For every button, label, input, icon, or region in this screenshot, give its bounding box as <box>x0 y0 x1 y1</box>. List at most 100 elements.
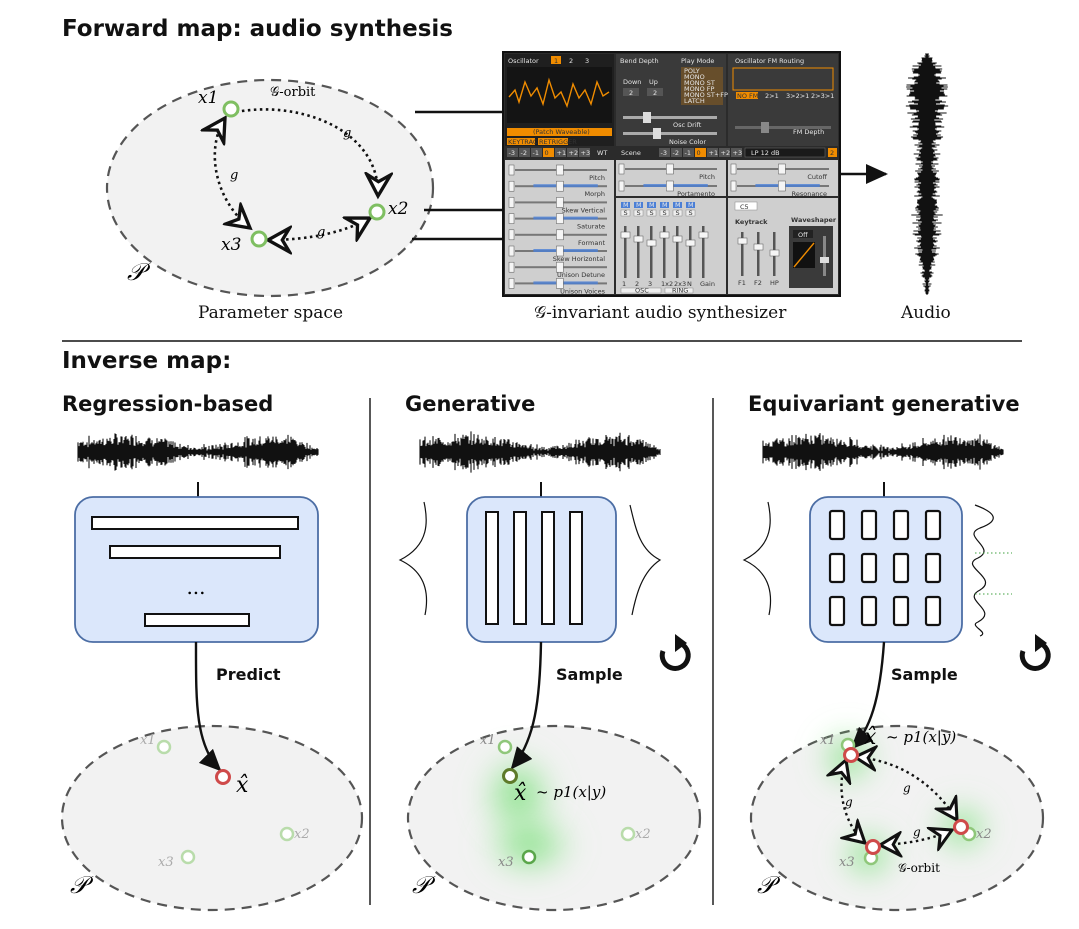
svg-text:LP 12 dB: LP 12 dB <box>751 149 780 157</box>
svg-text:Saturate: Saturate <box>577 223 605 231</box>
svg-text:Bend Depth: Bend Depth <box>620 57 659 65</box>
orbit-arrow-left <box>215 118 250 228</box>
orbit-label: 𝒢-orbit <box>270 85 316 100</box>
svg-text:LATCH: LATCH <box>684 97 705 105</box>
svg-text:Portamento: Portamento <box>677 190 715 198</box>
svg-text:Unison Voices: Unison Voices <box>560 287 606 295</box>
svg-text:M: M <box>636 201 642 209</box>
svg-text:g: g <box>913 825 921 839</box>
svg-text:WT: WT <box>597 149 607 157</box>
label-x2: x2 <box>388 199 408 219</box>
label-x3: x3 <box>221 235 241 255</box>
svg-text:Play Mode: Play Mode <box>681 57 714 65</box>
svg-text:HP: HP <box>770 279 779 287</box>
svg-text:+1: +1 <box>709 149 719 157</box>
equivariant-estimate: x̂ <box>864 725 877 750</box>
svg-text:1: 1 <box>622 280 626 288</box>
regression-panel: ... Predict x1 x2 x3 x̂ 𝒫 <box>60 482 364 912</box>
regression-title: Regression-based <box>62 392 274 416</box>
forward-audio-waveform <box>905 53 949 295</box>
svg-text:Cutoff: Cutoff <box>807 173 827 181</box>
svg-text:FM Depth: FM Depth <box>793 128 824 136</box>
svg-text:-2: -2 <box>521 149 527 157</box>
svg-text:S: S <box>689 209 693 217</box>
svg-text:g: g <box>903 781 911 795</box>
synth-caption: 𝒢-invariant audio synthesizer <box>534 303 787 323</box>
forward-parameter-space: x1 x2 x3 𝒢-orbit g g g 𝒫 <box>105 78 435 298</box>
svg-text:Noise Color: Noise Color <box>669 138 706 146</box>
svg-text:(Patch Waveable): (Patch Waveable) <box>533 128 590 136</box>
forward-map-title: Forward map: audio synthesis <box>62 16 453 42</box>
point-x3 <box>250 230 268 248</box>
generative-estimate: x̂ <box>514 781 527 806</box>
svg-text:RING: RING <box>672 287 688 295</box>
g-label-2: g <box>230 168 238 183</box>
g-label-1: g <box>343 126 351 141</box>
predict-label: Predict <box>216 665 281 684</box>
svg-text:2: 2 <box>653 89 657 97</box>
svg-text:S: S <box>650 209 654 217</box>
svg-text:x2: x2 <box>635 827 651 842</box>
svg-text:-3: -3 <box>661 149 667 157</box>
svg-text:+2: +2 <box>569 149 579 157</box>
resample-icon-equivariant <box>1019 634 1051 671</box>
svg-text:2: 2 <box>830 149 834 157</box>
svg-text:Off: Off <box>798 231 808 239</box>
svg-text:x3: x3 <box>839 855 855 870</box>
svg-text:x1: x1 <box>480 733 496 748</box>
svg-text:M: M <box>649 201 655 209</box>
svg-text:x1: x1 <box>820 733 836 748</box>
svg-text:Skew Horizontal: Skew Horizontal <box>553 255 605 263</box>
svg-text:S: S <box>637 209 641 217</box>
svg-text:Scene: Scene <box>621 149 641 157</box>
generative-title: Generative <box>405 392 536 416</box>
audio-caption: Audio <box>901 303 951 323</box>
equivariant-title: Equivariant generative <box>748 392 1020 416</box>
label-x1: x1 <box>198 88 218 108</box>
svg-text:+2: +2 <box>721 149 731 157</box>
svg-text:x3: x3 <box>498 855 514 870</box>
synth-panel: Oscillator 1 2 3 (Patch Waveable) KEYTRA… <box>502 51 841 297</box>
svg-text:3: 3 <box>585 57 589 65</box>
layer-dots: ... <box>186 575 205 599</box>
svg-text:S: S <box>624 209 628 217</box>
svg-text:2: 2 <box>635 280 639 288</box>
svg-text:Skew Vertical: Skew Vertical <box>562 206 606 214</box>
svg-text:Pitch: Pitch <box>589 174 605 182</box>
inverse-map-title: Inverse map: <box>62 348 232 374</box>
generative-panel: Sample x1 x2 x3 x̂ ~ p1(x|y) 𝒫 <box>398 482 702 912</box>
svg-text:x3: x3 <box>158 855 174 870</box>
svg-text:x2: x2 <box>294 827 310 842</box>
svg-text:Morph: Morph <box>584 190 605 198</box>
svg-text:-1: -1 <box>533 149 539 157</box>
svg-text:M: M <box>623 201 629 209</box>
svg-text:+1: +1 <box>557 149 567 157</box>
parameter-space-caption: Parameter space <box>198 303 343 323</box>
svg-text:S: S <box>663 209 667 217</box>
sample-label-generative: Sample <box>556 665 623 684</box>
svg-text:Oscillator FM Routing: Oscillator FM Routing <box>735 57 804 65</box>
orbit-arrow-bottom <box>268 218 370 240</box>
svg-text:M: M <box>688 201 694 209</box>
svg-text:Waveshaper: Waveshaper <box>791 216 837 224</box>
regression-estimate: x̂ <box>236 773 249 798</box>
generative-posterior: ~ p1(x|y) <box>536 783 606 801</box>
svg-text:S: S <box>676 209 680 217</box>
svg-text:F2: F2 <box>754 279 762 287</box>
regression-audio-waveform <box>77 433 319 471</box>
svg-text:3>2>1: 3>2>1 <box>786 92 809 100</box>
svg-text:-3: -3 <box>509 149 515 157</box>
svg-text:MONO: MONO <box>684 73 705 81</box>
equivariant-panel: Sample x1 x2 x3 x̂ ~ p1(x|y) 𝒢-orbit g g… <box>742 482 1051 912</box>
svg-text:-1: -1 <box>685 149 691 157</box>
svg-text:0: 0 <box>697 149 701 157</box>
g-label-3: g <box>317 225 325 240</box>
svg-text:2: 2 <box>569 57 573 65</box>
svg-text:2: 2 <box>629 89 633 97</box>
svg-text:1x2: 1x2 <box>661 280 673 288</box>
svg-text:𝒫: 𝒫 <box>757 871 781 899</box>
synth-osc-label: Oscillator <box>508 57 539 65</box>
svg-text:Unison Detune: Unison Detune <box>557 271 605 279</box>
svg-text:Down: Down <box>623 78 641 86</box>
svg-text:Keytrack: Keytrack <box>735 218 768 226</box>
